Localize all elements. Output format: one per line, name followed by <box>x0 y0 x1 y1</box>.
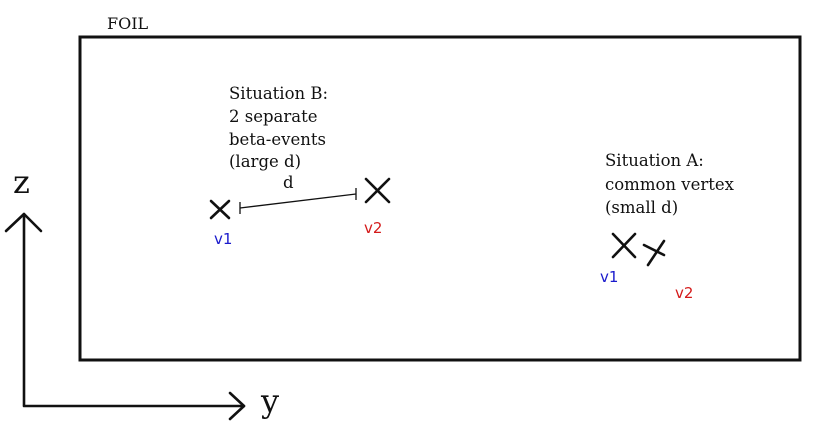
situation-a-text: Situation A: common vertex (small d) <box>605 151 735 217</box>
vertex-v1-label-a: v1 <box>600 268 618 286</box>
vertex-v1-label-b: v1 <box>214 230 232 248</box>
vertex-v2-cross-b <box>364 177 391 204</box>
y-axis-label: y <box>260 382 279 420</box>
distance-bracket <box>239 188 357 214</box>
vertex-v2-cross-a <box>642 239 666 267</box>
foil-label: FOIL <box>107 14 149 33</box>
distance-label: d <box>283 173 294 192</box>
y-axis-arrow <box>22 391 246 421</box>
situation-b-text: Situation B: 2 separate beta-events (lar… <box>229 84 328 171</box>
situation-b-line: 2 separate <box>229 107 318 126</box>
vertex-v2-label-b: v2 <box>364 219 382 237</box>
z-axis-label: z <box>13 163 30 201</box>
situation-b-line: Situation B: <box>229 84 328 103</box>
situation-b-line: (large d) <box>229 152 301 171</box>
situation-a-line: common vertex <box>605 175 735 194</box>
z-axis-arrow <box>4 212 43 407</box>
vertex-v1-cross-a <box>611 232 637 259</box>
vertex-v1-cross-b <box>209 199 231 220</box>
situation-a-line: Situation A: <box>605 151 704 170</box>
foil-rectangle <box>78 35 802 362</box>
situation-b-line: beta-events <box>229 130 326 149</box>
situation-a-line: (small d) <box>605 198 678 217</box>
vertex-v2-label-a: v2 <box>675 284 693 302</box>
